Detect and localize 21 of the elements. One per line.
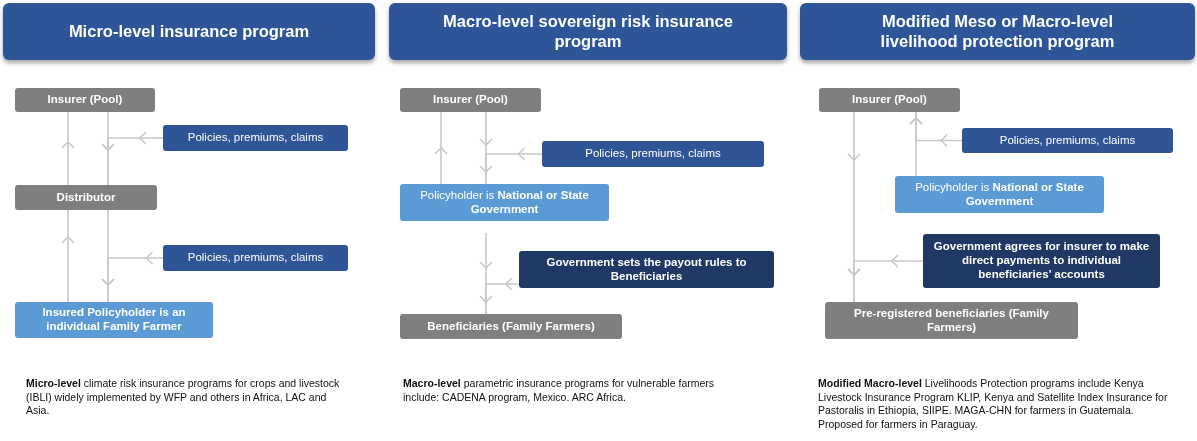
process-box: Policyholder is National or State Government [895,176,1104,213]
process-box: Insured Policyholder is an individual Family Farmer [15,302,213,338]
header-banner: Micro-level insurance program [3,3,375,60]
process-box: Distributor [15,185,157,210]
description-text: Micro-level climate risk insurance programs for crops and livestock (IBLI) widely implemented by WFP and others in Africa, LAC and Asia. [26,377,341,418]
process-box: Insurer (Pool) [15,88,155,112]
description-text: Macro-level parametric insurance programs for vulnerable farmers include: CADENA program, Mexico. ARC Africa. [403,377,716,405]
process-box: Pre-registered beneficiaries (Family Farmers) [825,302,1078,339]
process-box: Government sets the payout rules to Beneficiaries [519,251,774,288]
process-box: Policies, premiums, claims [542,141,764,167]
header-banner: Macro-level sovereign risk insurance program [389,3,787,60]
process-box: Insurer (Pool) [400,88,541,112]
process-box: Policies, premiums, claims [163,125,348,151]
process-box: Beneficiaries (Family Farmers) [400,314,622,339]
process-box: Government agrees for insurer to make direct payments to individual beneficiaries’ accounts [923,234,1160,288]
process-box: Insurer (Pool) [819,88,960,112]
process-box: Policies, premiums, claims [163,245,348,271]
process-box: Policyholder is National or State Government [400,184,609,221]
process-box: Policies, premiums, claims [962,128,1173,153]
header-banner: Modified Meso or Macro-level livelihood protection program [800,3,1195,60]
description-text: Modified Macro-level Livelihoods Protection programs include Kenya Livestock Insurance Program KLIP, Kenya and Satellite Index Insurance for Pastoralis in Ethiopia, SIIPE. MAGA-CHN for farmers in Guatemala. Proposed for farmers in Paraguay. [818,377,1168,432]
